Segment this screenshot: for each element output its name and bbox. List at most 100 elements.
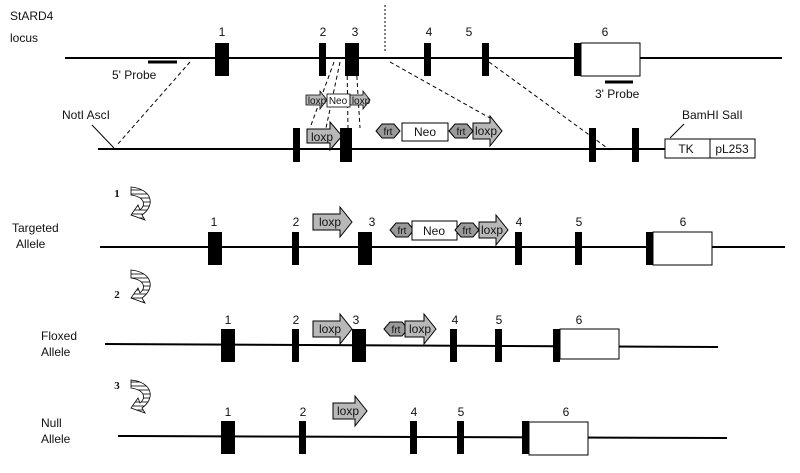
step-2: 2 — [114, 269, 151, 304]
exon-label-1: 1 — [219, 25, 226, 39]
locus-label-line2: locus — [10, 31, 38, 45]
null-exon-label-4: 4 — [411, 405, 418, 419]
exon-6-utr — [580, 42, 641, 77]
targeted-loxp-2 — [478, 213, 509, 247]
null-loxp — [332, 394, 368, 428]
targeted-neo-label: Neo — [423, 224, 445, 238]
floxed-frt — [383, 321, 409, 337]
tk-label: TK — [678, 142, 693, 156]
floxed-exon-4 — [450, 329, 457, 362]
step-3-number: 3 — [114, 380, 120, 392]
floxed-allele: Floxed Allele 1 2 3 4 5 6 loxp frt loxp — [41, 312, 719, 362]
null-exon-label-1: 1 — [225, 405, 232, 419]
targeted-exon-label-5: 5 — [576, 215, 583, 229]
targeted-loxp-1-label: loxp — [319, 215, 341, 229]
targeted-exon-label-6: 6 — [680, 215, 687, 229]
null-label-line1: Null — [41, 416, 62, 430]
targeted-exon-1 — [208, 232, 222, 265]
inset-loxp-right — [349, 89, 371, 111]
floxed-exon-2 — [292, 329, 299, 362]
targeted-loxp-1 — [312, 205, 353, 239]
null-exon-label-6: 6 — [563, 405, 570, 419]
step-2-number: 2 — [114, 289, 120, 301]
floxed-exon-label-5: 5 — [496, 313, 503, 327]
null-line — [117, 435, 728, 439]
wildtype-locus: StARD4 locus 1 2 3 4 5 6 5' Probe 3' Pro… — [10, 5, 782, 101]
null-exon-2 — [299, 421, 306, 454]
exon-label-3: 3 — [352, 25, 359, 39]
null-exon-label-5: 5 — [458, 405, 465, 419]
floxed-exon-label-6: 6 — [576, 313, 583, 327]
noti-asci-label: NotI AscI — [62, 108, 110, 122]
inset-loxp-left-label: loxp — [308, 96, 327, 107]
step-3-arrow-icon — [130, 379, 151, 414]
exon-5 — [482, 43, 489, 76]
exon-4 — [424, 43, 431, 76]
probe-3-label: 3' Probe — [595, 87, 640, 101]
floxed-exon-5 — [495, 329, 502, 362]
null-loxp-label: loxp — [337, 404, 359, 418]
floxed-loxp-2-label: loxp — [409, 322, 431, 336]
floxed-frt-label: frt — [392, 325, 401, 336]
floxed-exon-6-coding — [553, 329, 560, 362]
floxed-exon-label-4: 4 — [452, 313, 459, 327]
null-exon-4 — [410, 421, 417, 454]
step-2-arrow-icon — [130, 269, 151, 304]
targeted-frt-2 — [454, 222, 480, 238]
step-1-number: 1 — [114, 188, 120, 200]
targeted-exon-label-4: 4 — [516, 215, 523, 229]
null-label-line2: Allele — [41, 432, 71, 446]
exon-3 — [345, 43, 359, 76]
bamhi-sali-leader — [669, 123, 685, 139]
null-exon-5 — [457, 421, 464, 454]
targeted-label-line1: Targeted — [12, 221, 59, 235]
targeted-exon-2 — [292, 232, 299, 265]
floxed-line — [104, 343, 719, 348]
noti-asci-leader — [91, 124, 115, 149]
targeted-exon-label-2: 2 — [293, 215, 300, 229]
targeted-label-line2: Allele — [16, 237, 46, 251]
floxed-loxp-1 — [312, 312, 353, 346]
vector-loxp-1-label: loxp — [311, 130, 333, 144]
vector-frt-1 — [375, 123, 401, 139]
exon-label-2: 2 — [320, 25, 327, 39]
targeted-exon-3 — [358, 232, 372, 265]
targeted-frt-1-label: frt — [398, 226, 407, 237]
step-1-arrow-icon — [130, 186, 151, 221]
vector-exon-2 — [293, 128, 300, 162]
vector-exon-4 — [589, 128, 596, 162]
exon-2 — [319, 43, 326, 76]
exon-1 — [215, 43, 229, 76]
step-3: 3 — [114, 379, 151, 414]
vector-loxp-1 — [306, 120, 343, 152]
floxed-exon-3 — [352, 329, 366, 362]
targeted-frt-1 — [389, 222, 415, 238]
targeted-frt-2-label: frt — [463, 226, 472, 237]
vector-frt-2-label: frt — [457, 127, 466, 138]
vector-exon-5 — [632, 128, 639, 162]
floxed-exon-6-utr — [559, 328, 620, 360]
floxed-exon-1 — [221, 329, 235, 362]
floxed-label-line2: Allele — [41, 345, 71, 359]
vector-loxp-2 — [472, 114, 503, 148]
inset-loxp-right-label: loxp — [352, 96, 371, 107]
floxed-loxp-1-label: loxp — [319, 322, 341, 336]
floxed-exon-label-2: 2 — [293, 313, 300, 327]
null-exon-6-utr — [528, 421, 589, 456]
exon-label-6: 6 — [602, 25, 609, 39]
floxed-exon-label-3: 3 — [353, 313, 360, 327]
probe-5-label: 5' Probe — [112, 68, 157, 82]
vector-exon-3 — [340, 128, 352, 162]
plasmid-label: pL253 — [715, 142, 749, 156]
exon-label-4: 4 — [426, 25, 433, 39]
targeted-exon-label-1: 1 — [211, 215, 218, 229]
null-allele: Null Allele 1 2 4 5 6 loxp — [41, 394, 728, 456]
null-exon-1 — [221, 421, 235, 454]
targeted-loxp-2-label: loxp — [481, 223, 503, 237]
targeted-exon-4 — [515, 232, 522, 265]
targeting-vector: NotI AscI loxp frt Neo frt loxp BamHI Sa… — [62, 108, 756, 162]
floxed-loxp-2 — [404, 312, 437, 346]
null-exon-label-2: 2 — [300, 405, 307, 419]
inset-neo-label: Neo — [329, 96, 348, 107]
